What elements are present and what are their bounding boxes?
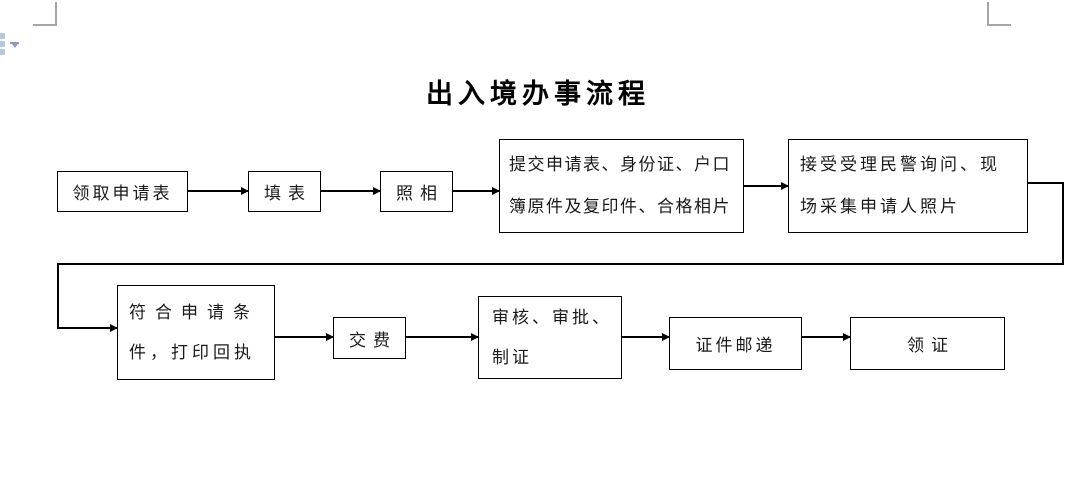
connector-left-vertical	[57, 263, 59, 329]
connector-n5-stub	[1028, 182, 1064, 184]
flow-node-label: 交费	[349, 330, 397, 350]
connector-long-horizontal	[57, 263, 1064, 265]
crop-mark-top-right	[987, 2, 1011, 26]
arrow-n6-n7	[275, 336, 333, 338]
flow-node-pay-fee: 交费	[333, 317, 406, 359]
flow-node-take-photo: 照相	[380, 171, 453, 212]
flow-node-label: 领证	[907, 336, 955, 355]
flow-node-label: 领取申请表	[72, 184, 173, 203]
format-marker-triangle	[11, 44, 18, 48]
flow-node-fill-form: 填表	[248, 171, 321, 212]
flow-node-label: 证件邮递	[695, 336, 776, 355]
flow-node-review-approve-produce: 审核、审批、 制证	[478, 296, 622, 379]
flow-node-label-line2: 件，打印回执	[129, 342, 255, 362]
flow-node-get-application-form: 领取申请表	[57, 171, 188, 212]
flow-node-mail-document: 证件邮递	[669, 317, 802, 370]
format-marker-icon	[10, 42, 19, 50]
format-marker-bar	[10, 42, 19, 44]
flow-node-label-line1: 符合申请条	[129, 303, 259, 323]
flow-node-label-line2: 制证	[492, 347, 532, 367]
arrow-n4-n5	[744, 185, 788, 187]
flow-node-label-line2: 场采集申请人照片	[800, 197, 960, 216]
flow-node-label-line2: 簿原件及复印件、合格相片	[509, 197, 731, 216]
crop-mark-top-left	[33, 2, 57, 26]
arrow-n8-n9	[622, 336, 669, 338]
page-title: 出入境办事流程	[426, 79, 650, 109]
flow-node-label: 照相	[396, 184, 444, 203]
arrow-n1-n2	[188, 190, 248, 192]
arrow-n2-n3	[321, 190, 380, 192]
flow-node-label-line1: 接受受理民警询问、现	[800, 155, 1000, 175]
arrow-n9-n10	[802, 336, 850, 338]
flow-node-label-line1: 审核、审批、	[492, 307, 612, 327]
flow-node-collect-document: 领证	[850, 317, 1005, 370]
arrow-n3-n4	[452, 190, 499, 192]
arrow-n7-n8	[406, 336, 478, 338]
flow-node-police-interview-photo: 接受受理民警询问、现 场采集申请人照片	[788, 139, 1028, 233]
arrow-n5-n6	[57, 327, 117, 329]
flow-node-label-line1: 提交申请表、身份证、户口	[509, 155, 731, 175]
doc-icon-fragment	[0, 33, 5, 57]
flow-node-label: 填表	[264, 184, 312, 203]
flow-node-qualified-print-receipt: 符合申请条 件，打印回执	[117, 285, 275, 380]
flow-node-submit-documents: 提交申请表、身份证、户口 簿原件及复印件、合格相片	[499, 139, 744, 233]
connector-right-vertical	[1062, 182, 1064, 265]
